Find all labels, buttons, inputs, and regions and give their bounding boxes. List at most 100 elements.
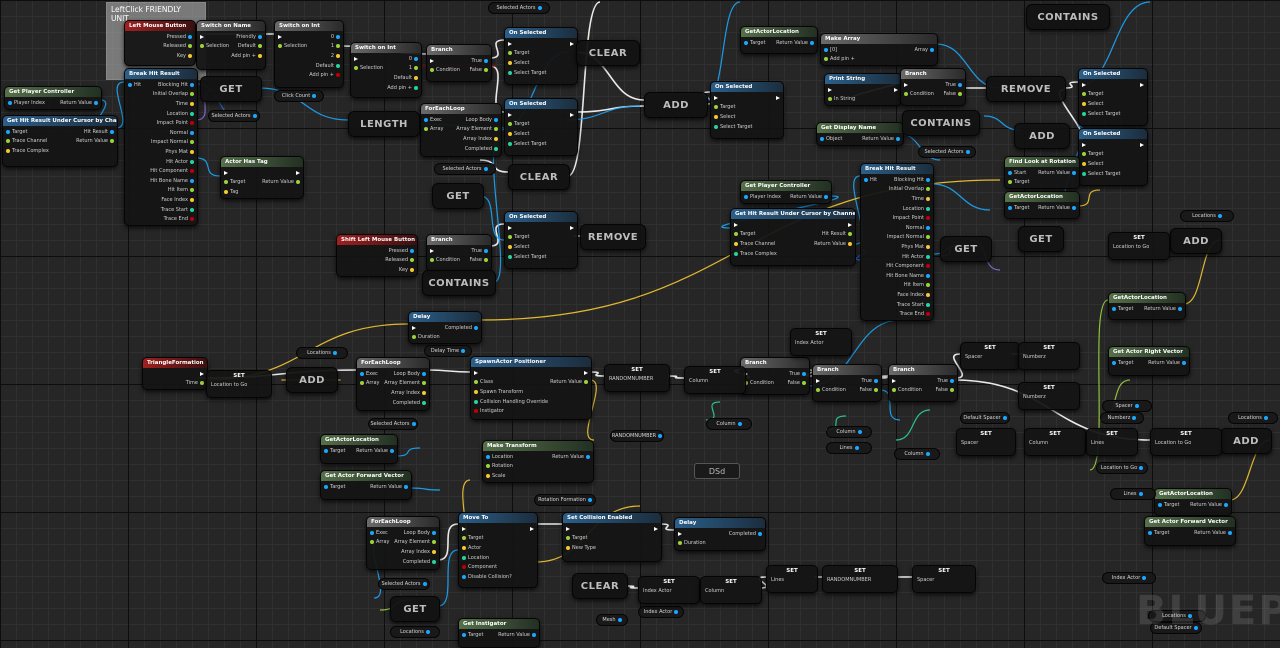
pin[interactable]: Add pin + xyxy=(387,84,418,92)
data-pin-icon[interactable] xyxy=(1112,306,1116,311)
pin[interactable]: Target xyxy=(1158,501,1179,509)
pin[interactable]: Return Value xyxy=(1190,501,1228,509)
exec-pin-icon[interactable] xyxy=(1082,142,1086,147)
pin[interactable]: [0] xyxy=(824,46,855,54)
exec-pin-icon[interactable] xyxy=(200,34,204,39)
pin[interactable]: Default xyxy=(309,62,340,70)
data-pin-icon[interactable] xyxy=(1148,530,1152,535)
data-pin-icon[interactable] xyxy=(484,248,488,253)
pin[interactable] xyxy=(568,224,574,232)
pin[interactable] xyxy=(892,377,922,385)
data-pin-icon[interactable] xyxy=(8,100,12,105)
pin[interactable] xyxy=(568,111,574,119)
data-pin-icon[interactable] xyxy=(190,188,194,193)
pin[interactable]: Hit Actor xyxy=(886,253,930,261)
variable-pin-icon[interactable] xyxy=(312,94,317,98)
data-pin-icon[interactable] xyxy=(336,44,340,49)
pin[interactable]: Select xyxy=(1082,100,1120,108)
data-pin-icon[interactable] xyxy=(678,541,682,546)
data-pin-icon[interactable] xyxy=(486,464,490,469)
pin[interactable]: Add pin + xyxy=(231,52,262,60)
pin[interactable]: 0 xyxy=(309,33,340,41)
pin[interactable]: Condition xyxy=(904,91,934,99)
variable-pin-icon[interactable] xyxy=(1142,576,1147,580)
data-pin-icon[interactable] xyxy=(758,531,762,536)
variable-getter[interactable]: Lines xyxy=(826,442,872,454)
exec-pin-icon[interactable] xyxy=(462,526,466,531)
pin[interactable]: Scale xyxy=(486,472,513,480)
pin[interactable]: Spawn Transform xyxy=(474,388,548,396)
data-pin-icon[interactable] xyxy=(370,530,374,535)
exec-pin-icon[interactable] xyxy=(412,325,416,330)
data-pin-icon[interactable] xyxy=(1082,152,1086,157)
variable-pin-icon[interactable] xyxy=(854,446,859,450)
pin[interactable]: Trace Complex xyxy=(734,250,777,258)
pin[interactable] xyxy=(186,370,204,378)
pin[interactable]: Trace Start xyxy=(150,206,194,214)
graph-node[interactable]: Get Hit Result Under Cursor by ChannelTa… xyxy=(2,115,118,167)
exec-pin-icon[interactable] xyxy=(354,56,358,61)
pin[interactable]: Hit Item xyxy=(150,187,194,195)
data-pin-icon[interactable] xyxy=(474,409,478,414)
data-pin-icon[interactable] xyxy=(324,448,328,453)
pin[interactable]: Array xyxy=(360,380,379,388)
pin[interactable] xyxy=(814,221,852,229)
data-pin-icon[interactable] xyxy=(508,244,512,249)
pin[interactable]: Impact Normal xyxy=(886,234,930,242)
exec-pin-icon[interactable] xyxy=(776,95,780,100)
data-pin-icon[interactable] xyxy=(190,217,194,222)
pin[interactable] xyxy=(508,40,546,48)
data-pin-icon[interactable] xyxy=(958,92,962,97)
pin[interactable]: Time xyxy=(186,380,204,388)
data-pin-icon[interactable] xyxy=(432,540,436,545)
data-pin-icon[interactable] xyxy=(566,545,570,550)
variable-pin-icon[interactable] xyxy=(1263,416,1268,420)
pin[interactable] xyxy=(412,324,440,332)
pin[interactable]: Impact Normal xyxy=(150,139,194,147)
data-pin-icon[interactable] xyxy=(486,454,490,459)
data-pin-icon[interactable] xyxy=(950,378,954,383)
variable-getter[interactable]: Index Actor xyxy=(638,606,684,618)
variable-getter[interactable]: Selected Actors xyxy=(434,163,496,175)
variable-getter[interactable]: Delay Time xyxy=(424,345,472,357)
array-op-node[interactable]: ADD xyxy=(1014,123,1070,149)
data-pin-icon[interactable] xyxy=(432,559,436,564)
exec-pin-icon[interactable] xyxy=(714,95,718,100)
pin[interactable]: False xyxy=(787,380,806,388)
variable-getter[interactable]: Locations xyxy=(390,626,440,638)
data-pin-icon[interactable] xyxy=(484,258,488,263)
variable-getter[interactable]: Selected Actors xyxy=(368,418,418,430)
exec-pin-icon[interactable] xyxy=(200,371,204,376)
array-op-node[interactable]: CLEAR xyxy=(508,164,570,190)
pin[interactable]: Selection xyxy=(354,65,383,73)
pin[interactable]: Target xyxy=(6,128,49,136)
pin[interactable]: Target xyxy=(1112,359,1133,367)
pin[interactable] xyxy=(354,55,383,63)
data-pin-icon[interactable] xyxy=(462,555,466,560)
array-op-node[interactable]: ADD xyxy=(286,367,338,393)
variable-pin-icon[interactable] xyxy=(965,150,970,154)
data-pin-icon[interactable] xyxy=(904,92,908,97)
variable-pin-icon[interactable] xyxy=(425,630,430,634)
data-pin-icon[interactable] xyxy=(816,388,820,393)
data-pin-icon[interactable] xyxy=(474,389,478,394)
data-pin-icon[interactable] xyxy=(190,169,194,174)
data-pin-icon[interactable] xyxy=(584,380,588,385)
variable-getter[interactable]: Locations xyxy=(1180,210,1234,222)
data-pin-icon[interactable] xyxy=(810,40,814,45)
pin[interactable] xyxy=(828,86,855,94)
data-pin-icon[interactable] xyxy=(1082,92,1086,97)
pin[interactable]: Hit Bone Name xyxy=(886,272,930,280)
pin[interactable]: Return Value xyxy=(370,483,408,491)
pin[interactable]: Array xyxy=(424,126,443,134)
